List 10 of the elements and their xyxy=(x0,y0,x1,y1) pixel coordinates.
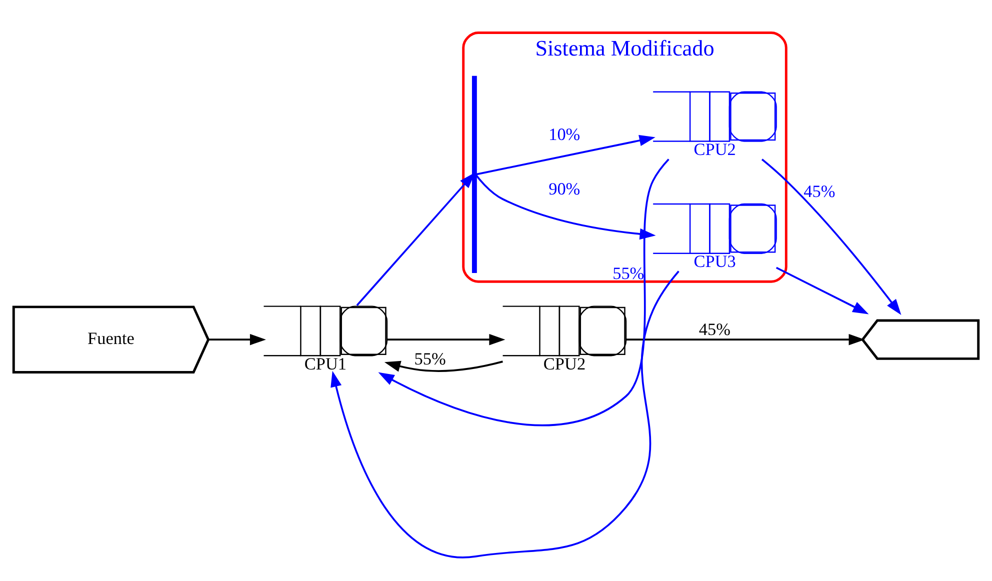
node-label: CPU1 xyxy=(304,354,347,374)
node-label: CPU2 xyxy=(543,354,586,374)
node-label: CPU3 xyxy=(694,252,736,272)
edge-label: 90% xyxy=(548,179,580,198)
edge-label: 10% xyxy=(548,125,580,144)
edge-label: 55% xyxy=(612,264,644,283)
edge-label: 45% xyxy=(698,320,730,339)
edge-label: 45% xyxy=(804,182,836,201)
edge-label: 55% xyxy=(414,349,446,368)
node-label: CPU2 xyxy=(694,140,736,160)
